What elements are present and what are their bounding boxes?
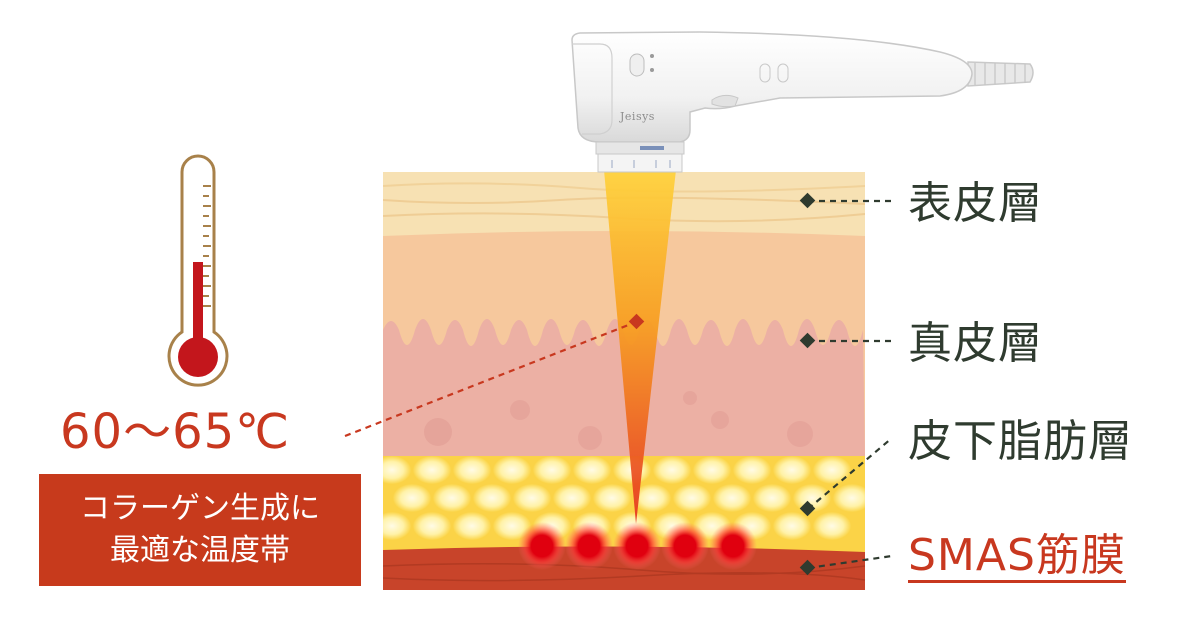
fat-cell: [713, 484, 751, 512]
fat-cell: [573, 456, 611, 484]
temperature-leader: [344, 320, 637, 438]
fat-cell: [813, 456, 851, 484]
temperature-label: 60〜65℃: [60, 404, 291, 460]
leader-marker: [799, 192, 816, 209]
fat-cell: [493, 512, 531, 540]
fat-cell: [773, 512, 811, 540]
label-epidermis: 表皮層: [908, 178, 1043, 229]
fat-cell: [513, 484, 551, 512]
fat-cell: [493, 456, 531, 484]
label-subcutaneous-fat: 皮下脂肪層: [908, 416, 1133, 467]
fat-cell: [793, 484, 831, 512]
thermometer-icon: [167, 154, 229, 387]
focal-point: [518, 522, 566, 570]
fat-cell: [533, 456, 571, 484]
fat-cell: [393, 484, 431, 512]
fat-cell: [433, 484, 471, 512]
fat-cell: [413, 512, 451, 540]
fat-cell: [773, 456, 811, 484]
fat-cell: [693, 456, 731, 484]
leader-marker: [799, 559, 816, 576]
fat-cell: [553, 484, 591, 512]
focal-point: [661, 522, 709, 570]
leader-lines: [807, 199, 893, 570]
focal-point: [709, 522, 757, 570]
focal-point: [565, 522, 613, 570]
fat-cell: [453, 512, 491, 540]
fat-cell: [413, 456, 451, 484]
ultrasound-beam: [604, 170, 676, 524]
ultrasound-handpiece-icon: [571, 31, 1034, 173]
fat-cell: [453, 456, 491, 484]
fat-cell: [383, 456, 411, 484]
focal-points: [518, 522, 757, 570]
fat-cell: [633, 484, 671, 512]
collagen-callout-box: コラーゲン生成に 最適な温度帯: [39, 474, 361, 586]
focal-point: [613, 522, 661, 570]
fat-cell: [383, 512, 411, 540]
fat-cell: [833, 484, 865, 512]
callout-line-1: コラーゲン生成に: [80, 491, 320, 526]
fat-cell: [653, 456, 691, 484]
label-dermis: 真皮層: [908, 318, 1043, 369]
fat-cell: [593, 484, 631, 512]
device-brand-label: Jeisys: [620, 110, 655, 123]
fat-cell: [733, 456, 771, 484]
callout-line-2: 最適な温度帯: [110, 533, 290, 568]
fat-cell: [673, 484, 711, 512]
fat-cell: [813, 512, 851, 540]
label-smas: SMAS筋膜: [908, 530, 1126, 583]
fat-cell: [753, 484, 791, 512]
fat-cell: [473, 484, 511, 512]
